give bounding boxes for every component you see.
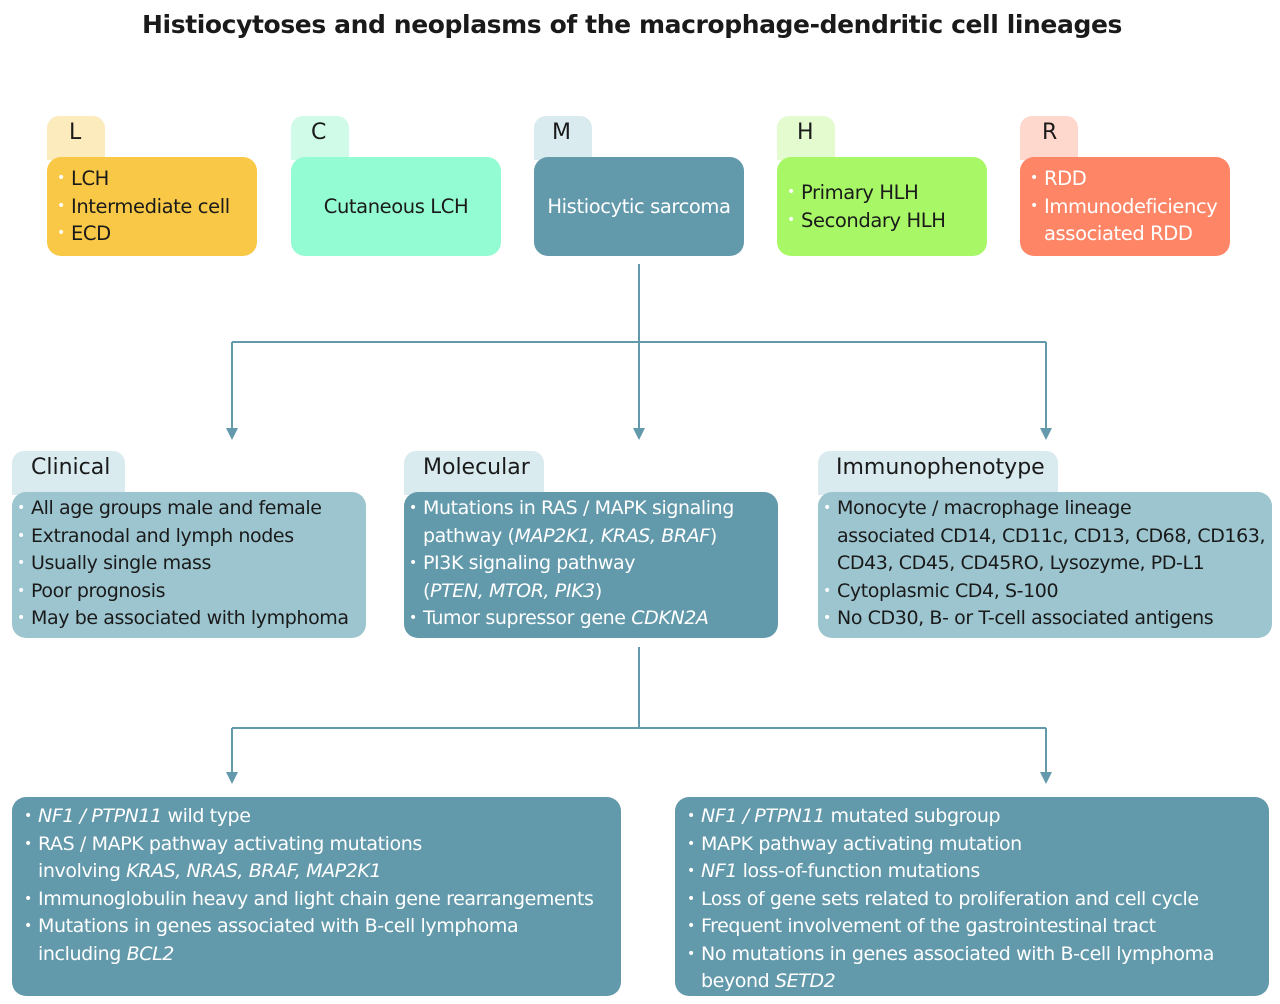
list-item: Tumor supressor gene CDKN2A (405, 605, 778, 633)
clinical-box: All age groups male and female Extranoda… (12, 492, 366, 638)
list-item: Loss of gene sets related to proliferati… (683, 886, 1269, 914)
list-item: No CD30, B- or T-cell associated antigen… (819, 605, 1272, 633)
list-item-continuation: pathway (MAP2K1, KRAS, BRAF) (405, 523, 778, 551)
item-text: Tumor supressor gene (423, 607, 632, 629)
gene-names: MAP2K1, KRAS, BRAF (514, 524, 710, 547)
wild-type-subgroup-box: NF1 / PTPN11 wild type RAS / MAPK pathwa… (12, 797, 621, 996)
gene-names: NF1 (701, 860, 738, 882)
arrow-head-icon (226, 772, 238, 784)
list-item-continuation: CD43, CD45, CD45RO, Lysozyme, PD-L1 (837, 552, 1205, 574)
category-box-H: Primary HLH Secondary HLH (777, 157, 987, 256)
list-item: Immunodeficiency (1026, 193, 1230, 221)
list-item: ECD (53, 220, 257, 248)
arrow-head-icon (633, 428, 645, 440)
list-item: NF1 / PTPN11 mutated subgroup (683, 803, 1269, 831)
item-text: loss-of-function mutations (737, 860, 981, 882)
tab-C: C (291, 116, 349, 160)
tab-L: L (47, 116, 105, 160)
list-item-continuation: beyond SETD2 (683, 968, 1269, 996)
tab-H: H (777, 116, 835, 160)
category-letter-M: M (552, 120, 571, 145)
list-item: Primary HLH (783, 179, 987, 207)
category-box-R: RDD Immunodeficiency associated RDD (1020, 157, 1230, 256)
category-letter-C: C (311, 120, 327, 145)
section-label-clinical: Clinical (31, 455, 111, 480)
gene-names: NF1 / PTPN11 (38, 805, 162, 827)
category-text: Histiocytic sarcoma (547, 194, 731, 218)
list-item: Frequent involvement of the gastrointest… (683, 913, 1269, 941)
list-item: LCH (53, 165, 257, 193)
list-item-continuation: (PTEN, MTOR, PIK3) (405, 578, 778, 606)
list-item: PI3K signaling pathway (405, 550, 778, 578)
list-item: Secondary HLH (783, 207, 987, 235)
gene-names: SETD2 (774, 970, 836, 992)
gene-names: BCL2 (126, 942, 175, 965)
tab-clinical: Clinical (12, 451, 125, 495)
molecular-box: Mutations in RAS / MAPK signaling pathwa… (404, 492, 778, 638)
arrow-head-icon (1040, 428, 1052, 440)
list-item: Monocyte / macrophage lineage (819, 495, 1272, 523)
arrow-head-icon (1040, 772, 1052, 784)
list-item: No mutations in genes associated with B-… (683, 941, 1269, 969)
list-item: Immunoglobulin heavy and light chain gen… (20, 886, 621, 914)
list-item-continuation: associated RDD (1044, 222, 1193, 245)
list-item: Extranodal and lymph nodes (13, 523, 366, 551)
list-item: Cytoplasmic CD4, S-100 (819, 578, 1272, 606)
immunophenotype-box: Monocyte / macrophage lineage associated… (818, 492, 1272, 638)
category-letter-R: R (1042, 120, 1058, 145)
gene-names: PTEN, MTOR, PIK3 (430, 579, 595, 602)
gene-names: CDKN2A (631, 607, 709, 629)
arrow-head-icon (226, 428, 238, 440)
list-item: MAPK pathway activating mutation (683, 831, 1269, 859)
list-item: Usually single mass (13, 550, 366, 578)
item-text: ) (594, 579, 602, 602)
item-text: mutated subgroup (824, 805, 1001, 827)
gene-names: NF1 / PTPN11 (701, 805, 825, 827)
item-text: PI3K signaling pathway (423, 552, 636, 574)
category-letter-L: L (69, 120, 82, 145)
section-label-immunophenotype: Immunophenotype (836, 455, 1045, 480)
list-item: RAS / MAPK pathway activating mutations (20, 831, 621, 859)
item-text: ( (423, 579, 431, 602)
category-text: Cutaneous LCH (323, 194, 469, 218)
item-text: beyond (701, 970, 775, 992)
item-text: pathway ( (423, 524, 515, 547)
item-text: involving (38, 860, 127, 882)
item-text: Mutations in RAS / MAPK signaling (423, 497, 734, 519)
list-item: NF1 / PTPN11 wild type (20, 803, 621, 831)
item-text: including (38, 942, 127, 965)
item-text: wild type (161, 805, 251, 827)
list-item: May be associated with lymphoma (13, 605, 366, 633)
list-item: Mutations in RAS / MAPK signaling (405, 495, 778, 523)
list-item-continuation: involving KRAS, NRAS, BRAF, MAP2K1 (20, 858, 621, 886)
tab-R: R (1020, 116, 1078, 160)
list-item: Mutations in genes associated with B-cel… (20, 913, 621, 941)
list-item: NF1 loss-of-function mutations (683, 858, 1269, 886)
tab-immunophenotype: Immunophenotype (818, 451, 1058, 495)
tab-molecular: Molecular (404, 451, 544, 495)
category-box-C: Cutaneous LCH (291, 157, 501, 256)
list-item: Intermediate cell (53, 193, 257, 221)
category-box-M: Histiocytic sarcoma (534, 157, 744, 256)
list-item: Poor prognosis (13, 578, 366, 606)
item-text: ) (709, 524, 717, 547)
gene-names: KRAS, NRAS, BRAF, MAP2K1 (126, 860, 382, 882)
category-box-L: LCH Intermediate cell ECD (47, 157, 257, 256)
section-label-molecular: Molecular (423, 455, 530, 480)
list-item: RDD (1026, 165, 1230, 193)
list-item-continuation: associated CD14, CD11c, CD13, CD68, CD16… (837, 524, 1266, 547)
diagram-title: Histiocytoses and neoplasms of the macro… (142, 10, 1122, 39)
category-letter-H: H (797, 120, 814, 145)
tab-M: M (534, 116, 592, 160)
list-item: All age groups male and female (13, 495, 366, 523)
mutated-subgroup-box: NF1 / PTPN11 mutated subgroup MAPK pathw… (675, 797, 1269, 996)
list-item-continuation: including BCL2 (20, 941, 621, 969)
